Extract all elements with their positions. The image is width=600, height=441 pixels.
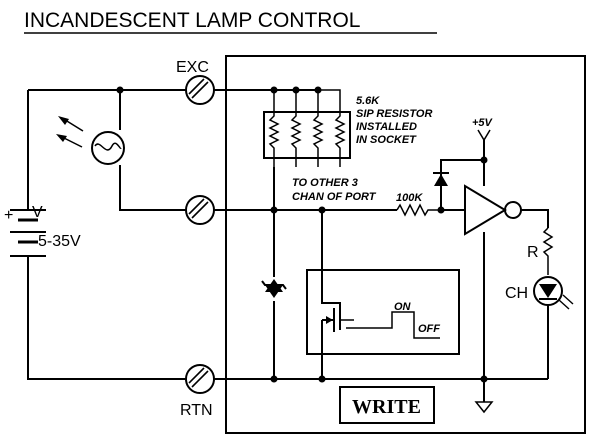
on-label: ON — [394, 301, 412, 313]
light-rays-icon — [56, 116, 84, 148]
resistor-r-label: R — [527, 244, 539, 261]
sip-note-line2: SIP RESISTOR — [356, 108, 432, 120]
sip-resistor-4 — [318, 89, 346, 167]
rtn-dot — [270, 375, 278, 383]
module-outline — [225, 55, 586, 434]
sip-resistor-1 — [268, 90, 280, 167]
sip-resistor-2 — [290, 90, 302, 167]
supply-bottom-wire — [27, 256, 186, 380]
resistor-100k — [396, 203, 441, 217]
supply-v-label: V — [32, 204, 43, 221]
clamp-diode-symbol — [433, 172, 449, 186]
exc-label: EXC — [176, 59, 209, 76]
other-chan-line1: TO OTHER 3 — [292, 177, 358, 189]
terminal-middle — [185, 195, 215, 225]
gate-waveform — [346, 311, 440, 339]
other-chan-line2: CHAN OF PORT — [292, 191, 377, 203]
resistor-r — [542, 227, 554, 275]
off-label: OFF — [418, 323, 440, 335]
led-feed-wire — [521, 209, 549, 228]
led-symbol — [533, 276, 574, 310]
sip-note-line3: INSTALLED — [356, 121, 417, 133]
sip-note-line4: IN SOCKET — [356, 134, 417, 146]
sip-note-line1: 5.6K — [356, 95, 380, 107]
ground-icon — [474, 401, 494, 414]
terminal-rtn — [185, 364, 215, 394]
supply-range-label: 5-35V — [38, 233, 81, 250]
buffer-symbol — [464, 184, 522, 236]
sip-resistor-package — [263, 111, 351, 159]
battery-symbol — [10, 209, 46, 257]
lamp-icon — [91, 131, 125, 165]
resistor-100k-label: 100K — [396, 192, 423, 204]
sip-resistor-3 — [312, 90, 324, 167]
write-label: WRITE — [352, 396, 421, 418]
write-box — [339, 386, 435, 424]
clamp-wire — [440, 159, 484, 210]
rtn-dot — [480, 375, 488, 383]
plus5v-dot — [480, 156, 488, 164]
lamp-wire — [119, 90, 186, 211]
mosfet-symbol — [322, 308, 354, 332]
diagram-title: INCANDESCENT LAMP CONTROL — [24, 9, 360, 32]
terminal-exc — [185, 75, 215, 105]
switch-box — [306, 269, 460, 355]
rtn-label: RTN — [180, 402, 213, 419]
supply-plus-label: + — [4, 207, 13, 224]
tvs-diode-symbol — [261, 279, 287, 298]
plus5v-label: +5V — [472, 117, 494, 129]
switch-drain-wire — [321, 210, 341, 310]
led-ch-label: CH — [505, 285, 528, 302]
